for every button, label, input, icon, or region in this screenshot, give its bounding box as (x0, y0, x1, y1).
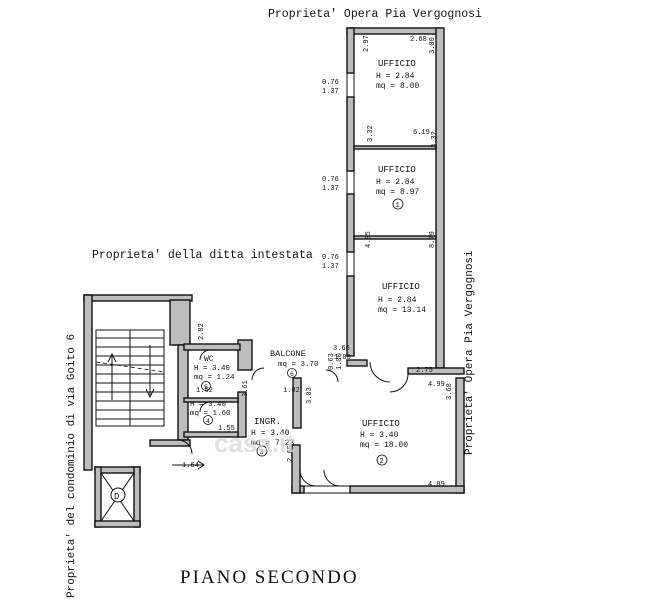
svg-text:5: 5 (204, 384, 208, 391)
svg-text:WC: WC (204, 355, 214, 364)
svg-text:1.37: 1.37 (322, 88, 339, 96)
svg-text:mq = 8.97: mq = 8.97 (376, 188, 419, 197)
svg-text:0.76: 0.76 (322, 254, 339, 262)
staircase (95, 329, 165, 427)
neighbor-right-label: Proprieta' Opera Pia Vergognosi (464, 250, 476, 455)
svg-text:2.68: 2.68 (410, 36, 427, 44)
svg-text:H = 2.84: H = 2.84 (376, 178, 415, 187)
svg-text:4.99: 4.99 (428, 381, 445, 389)
svg-text:1.82: 1.82 (283, 387, 300, 395)
svg-text:1.64: 1.64 (182, 462, 199, 470)
room-wc: WC H = 3.40 mq = 1.24 5 (194, 355, 235, 391)
lift-label: D (114, 492, 119, 502)
svg-text:INGR.: INGR. (254, 417, 281, 427)
svg-text:2.65: 2.65 (287, 445, 295, 462)
room-ufficio-top: UFFICIO H = 2.84 mq = 8.00 (376, 59, 419, 91)
svg-text:4.89: 4.89 (428, 481, 445, 489)
room-balcone: BALCONE mq = 3.70 6 (270, 349, 319, 378)
svg-text:3.32: 3.32 (367, 125, 375, 142)
room-disimpegno: H = 3.40 mq = 1.60 4 (190, 401, 231, 425)
svg-text:6: 6 (290, 371, 294, 378)
svg-text:H = 3.40: H = 3.40 (251, 429, 290, 438)
svg-text:1.00: 1.00 (334, 354, 351, 362)
svg-text:1.55: 1.55 (218, 425, 235, 433)
svg-text:2.75: 2.75 (416, 367, 433, 375)
watermark-text: casa.it (214, 428, 295, 458)
svg-text:mq = 13.14: mq = 13.14 (378, 306, 426, 315)
svg-text:1: 1 (396, 202, 400, 210)
svg-text:3.61: 3.61 (242, 380, 250, 397)
svg-text:UFFICIO: UFFICIO (378, 59, 416, 69)
svg-text:H = 3.40: H = 3.40 (360, 431, 399, 440)
lift-shaft: D (100, 472, 135, 522)
svg-text:0.76: 0.76 (322, 79, 339, 87)
svg-text:3.68: 3.68 (446, 383, 454, 400)
neighbor-left-label: Proprieta' del condominio di via Goito 6 (66, 334, 78, 598)
svg-text:H = 2.84: H = 2.84 (376, 72, 415, 81)
svg-text:3.66: 3.66 (333, 345, 350, 353)
svg-text:H = 3.40: H = 3.40 (194, 365, 231, 373)
svg-text:UFFICIO: UFFICIO (362, 419, 400, 429)
svg-text:mq = 7.23: mq = 7.23 (251, 439, 294, 448)
room-ufficio-low: UFFICIO H = 2.84 mq = 13.14 (378, 282, 426, 315)
svg-text:3.03: 3.03 (306, 387, 314, 404)
door-swings (172, 349, 409, 487)
svg-text:H = 2.84: H = 2.84 (378, 296, 417, 305)
svg-text:2: 2 (380, 458, 384, 466)
svg-text:mq = 3.70: mq = 3.70 (278, 361, 319, 369)
room-ingresso: INGR. H = 3.40 mq = 7.23 3 (251, 417, 294, 457)
svg-text:1.00: 1.00 (336, 353, 344, 370)
svg-text:mq = 8.00: mq = 8.00 (376, 82, 419, 91)
plan-title: PIANO SECONDO (180, 567, 359, 588)
room-ufficio-main: UFFICIO H = 3.40 mq = 18.00 2 (360, 419, 408, 466)
neighbor-top-label: Proprieta' Opera Pia Vergognosi (268, 8, 482, 21)
neighbor-middle-label: Proprieta' della ditta intestata (92, 249, 313, 262)
svg-text:3: 3 (260, 449, 264, 457)
svg-text:UFFICIO: UFFICIO (382, 282, 420, 292)
svg-text:2.97: 2.97 (363, 35, 371, 52)
svg-text:mq = 1.60: mq = 1.60 (190, 410, 231, 418)
svg-text:4: 4 (206, 418, 210, 425)
svg-text:BALCONE: BALCONE (270, 349, 306, 359)
svg-text:1.52: 1.52 (196, 387, 213, 395)
svg-text:1.37: 1.37 (322, 185, 339, 193)
svg-text:3.32: 3.32 (431, 131, 439, 148)
svg-text:6.19: 6.19 (413, 129, 430, 137)
walls (83, 27, 465, 528)
svg-text:mq = 1.24: mq = 1.24 (194, 374, 235, 382)
svg-text:UFFICIO: UFFICIO (378, 165, 416, 175)
svg-text:2.82: 2.82 (198, 323, 206, 340)
svg-text:4.85: 4.85 (365, 231, 373, 248)
windows (304, 73, 355, 494)
svg-text:0.76: 0.76 (322, 176, 339, 184)
svg-text:3.00: 3.00 (429, 37, 437, 54)
svg-text:H = 3.40: H = 3.40 (190, 401, 227, 409)
svg-text:0.63: 0.63 (328, 353, 336, 370)
room-ufficio-mid: UFFICIO H = 2.84 mq = 8.97 1 (376, 165, 419, 210)
dimensions: 2.97 2.68 3.00 0.76 1.37 3.32 6.19 3.32 … (182, 35, 454, 489)
svg-text:8.79: 8.79 (429, 231, 437, 248)
svg-text:mq = 18.00: mq = 18.00 (360, 441, 408, 450)
svg-text:1.37: 1.37 (322, 263, 339, 271)
